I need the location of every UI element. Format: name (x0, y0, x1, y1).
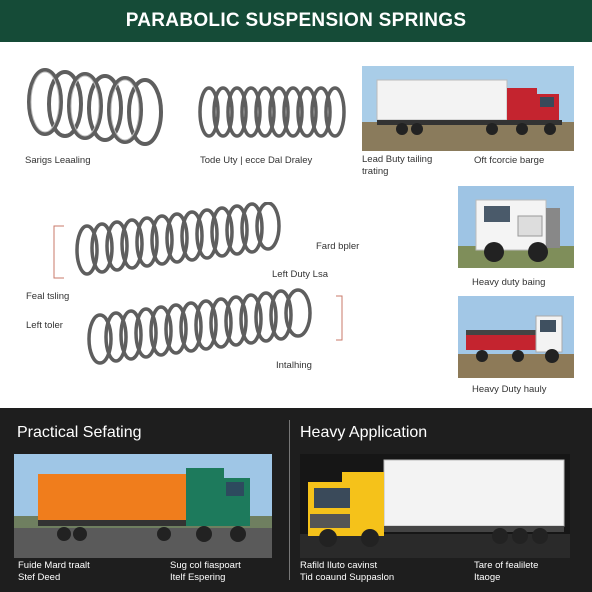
panel-divider (289, 420, 290, 580)
truck-photo-image (458, 296, 574, 378)
spring1-caption: Sarigs Leaaling (25, 155, 91, 166)
page-title: PARABOLIC SUSPENSION SPRINGS (125, 10, 467, 31)
long-spring-right-caption: Fard bpler (316, 241, 360, 252)
truck1-left-caption: Lead Buty tailing trating (362, 154, 433, 177)
caption-line: Rafild Iluto cavinst (300, 560, 378, 571)
truck2-caption: Heavy duty baing (472, 277, 546, 288)
truck-photo-image (458, 186, 574, 268)
left-section-title: Practical Sefating (17, 424, 142, 441)
caption-line: Itelf Espering (170, 572, 226, 583)
dimension-bracket-icon (336, 295, 343, 341)
upper-panel: Sarigs Leaaling Tode Uty | ecce Dal Dral… (0, 42, 592, 408)
coil-spring-image (27, 68, 163, 146)
coil-spring-image (87, 288, 312, 365)
caption-line: Fuide Mard traalt (18, 560, 90, 571)
application-panel: Practical Sefating Heavy Application Fui (0, 408, 592, 592)
truck-photo-image (362, 66, 574, 151)
truck1-right-caption: Oft fcorcie barge (474, 155, 545, 166)
right-caption-1: Rafild Iluto cavinst Tid coaund Suppaslo… (300, 560, 394, 584)
truck-photo-image (14, 454, 272, 558)
dimension-bracket-icon (53, 225, 64, 279)
spring2-caption: Tode Uty | ecce Dal Draley (200, 155, 313, 166)
right-section-title: Heavy Application (300, 424, 428, 441)
coil-spring-image (75, 202, 281, 276)
caption-line: Itaoge (474, 572, 501, 583)
feal-caption: Feal tsling (26, 291, 70, 302)
left-toler-caption: Left toler (26, 320, 63, 331)
caption-line: Tid coaund Suppaslon (300, 572, 395, 583)
left-caption-1: Fuide Mard traalt Stef Deed (18, 560, 90, 584)
caption-line: Stef Deed (18, 572, 61, 583)
caption-line: Tare of fealilete (474, 560, 539, 571)
left-caption-2: Sug col fiaspoart Itelf Espering (170, 560, 241, 584)
caption-line: Sug col fiaspoart (170, 560, 241, 571)
coil-spring-image (198, 86, 346, 138)
truck3-caption: Heavy Duty hauly (472, 384, 547, 395)
truck-photo-image (300, 454, 570, 558)
long-spring-mid-caption: Left Duty Lsa (272, 269, 328, 280)
intalning-caption: Intalhing (276, 360, 312, 371)
right-caption-2: Tare of fealilete Itaoge (474, 560, 538, 584)
header-banner: PARABOLIC SUSPENSION SPRINGS (0, 0, 592, 42)
